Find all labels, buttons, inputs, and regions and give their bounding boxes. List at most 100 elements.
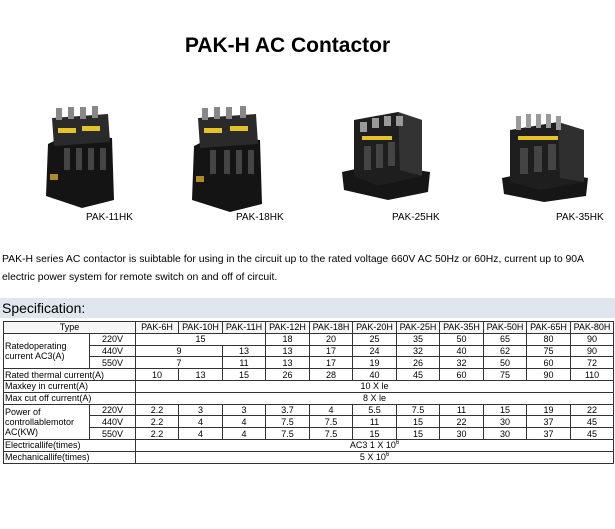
product-image-pak-35hk — [496, 112, 592, 204]
table-cell: 24 — [352, 344, 398, 358]
table-cell: 32 — [439, 356, 485, 370]
table-row: Maxkey in current(A) 10 X le — [2, 379, 615, 393]
table-cell: 45 — [396, 368, 441, 381]
table-cell: 45 — [570, 427, 615, 440]
table-cell: 90 — [570, 344, 615, 358]
table-cell: 15 — [483, 403, 528, 417]
product-label: PAK-25HK — [392, 212, 440, 223]
table-cell: 80 — [526, 332, 572, 346]
table-cell: 13 — [222, 344, 267, 358]
table-cell: 72 — [570, 356, 615, 370]
table-cell: 13 — [265, 356, 311, 370]
type-header: Type — [2, 321, 137, 334]
table-cell: 19 — [526, 403, 572, 417]
table-cell: 40 — [352, 368, 398, 381]
model-header: PAK-20H — [352, 321, 398, 334]
table-row: Rated thermal current(A) 10 13 15 26 28 … — [2, 368, 615, 381]
product-image-pak-11hk — [38, 104, 120, 212]
table-cell: 13 — [178, 368, 224, 381]
product-label: PAK-18HK — [236, 212, 284, 223]
table-cell: 4 — [178, 427, 224, 440]
product-image-pak-18hk — [184, 104, 268, 216]
table-cell: 30 — [483, 427, 528, 440]
mechanical-life-label: Mechanicallife(times) — [2, 450, 137, 464]
table-cell: 22 — [570, 403, 615, 417]
table-row: 550V 7 11 13 17 19 26 32 50 60 72 — [4, 356, 615, 370]
mechanical-life-value: 5 X 10 — [359, 452, 386, 463]
model-header: PAK-18H — [309, 321, 354, 334]
voltage-cell: 440V — [88, 344, 137, 358]
voltage-cell: 550V — [88, 356, 137, 370]
table-cell: 7.5 — [265, 415, 311, 429]
table-cell: 10 X le — [135, 379, 615, 393]
voltage-cell: 440V — [88, 415, 137, 429]
table-cell: 37 — [526, 427, 572, 440]
electrical-life-exponent: 6 — [395, 440, 400, 447]
product-image-pak-25hk — [338, 106, 434, 202]
table-cell: 10 — [135, 368, 180, 381]
table-cell: 37 — [526, 415, 572, 429]
voltage-cell: 550V — [88, 427, 137, 440]
mechanical-life-exponent: 6 — [385, 452, 390, 459]
motor-power-label: Power of controllablemotor AC(KW) — [3, 403, 90, 440]
table-cell: 17 — [309, 356, 354, 370]
model-header: PAK-10H — [178, 321, 224, 334]
table-cell: 75 — [526, 344, 572, 358]
specification-table: Type PAK-6H PAK-10H PAK-11H PAK-12H PAK-… — [2, 321, 615, 464]
table-cell: 15 — [396, 427, 441, 440]
table-cell: 50 — [439, 332, 485, 346]
table-cell: 90 — [570, 332, 615, 346]
table-cell: 90 — [526, 368, 572, 381]
table-cell: 11 — [222, 356, 267, 370]
specification-heading: Specification: — [0, 298, 615, 318]
table-cell: 15 — [135, 332, 267, 346]
table-cell: 2.2 — [135, 403, 180, 417]
table-cell: 11 — [352, 415, 398, 429]
table-row: Electricallife(times) AC3 1 X 106 — [2, 438, 615, 452]
product-label: PAK-11HK — [86, 212, 133, 223]
maxcut-current-label: Max cut off current(A) — [2, 391, 137, 405]
product-description: PAK-H series AC contactor is suibtable f… — [2, 254, 584, 283]
table-cell: 7 — [135, 356, 224, 370]
voltage-cell: 220V — [88, 332, 137, 346]
table-cell: 110 — [570, 368, 615, 381]
table-cell: 8 X le — [135, 391, 615, 405]
table-cell: 40 — [439, 344, 485, 358]
model-header: PAK-50H — [483, 321, 528, 334]
table-row: Max cut off current(A) 8 X le — [2, 391, 615, 405]
table-cell: 26 — [396, 356, 441, 370]
table-cell: 18 — [265, 332, 311, 346]
thermal-current-label: Rated thermal current(A) — [2, 368, 137, 381]
table-cell: AC3 1 X 106 — [135, 438, 615, 452]
model-header: PAK-80H — [570, 321, 615, 334]
table-cell: 60 — [439, 368, 485, 381]
table-cell: 50 — [483, 356, 528, 370]
table-cell: 7.5 — [309, 415, 354, 429]
table-cell: 13 — [265, 344, 311, 358]
table-cell: 7.5 — [265, 427, 311, 440]
table-cell: 4 — [178, 415, 224, 429]
table-cell: 25 — [352, 332, 398, 346]
product-label: PAK-35HK — [556, 212, 604, 223]
table-cell: 7.5 — [309, 427, 354, 440]
table-cell: 3 — [178, 403, 224, 417]
table-cell: 65 — [483, 332, 528, 346]
table-cell: 32 — [396, 344, 441, 358]
rated-current-label: Ratedoperating current AC3(A) — [3, 332, 90, 370]
table-cell: 4 — [222, 427, 267, 440]
table-cell: 62 — [483, 344, 528, 358]
table-cell: 30 — [439, 427, 485, 440]
table-cell: 20 — [309, 332, 354, 346]
table-cell: 4 — [222, 415, 267, 429]
table-row: Ratedoperating current AC3(A) 220V 15 18… — [3, 332, 615, 370]
table-cell: 11 — [439, 403, 485, 417]
table-cell: 5.5 — [352, 403, 398, 417]
table-row: Power of controllablemotor AC(KW) 220V 2… — [3, 403, 615, 440]
table-cell: 2.2 — [135, 415, 180, 429]
table-cell: 4 — [309, 403, 354, 417]
electrical-life-value: AC3 1 X 10 — [349, 440, 396, 451]
voltage-cell: 220V — [88, 403, 137, 417]
table-row: Mechanicallife(times) 5 X 106 — [2, 450, 615, 464]
table-row: Type PAK-6H PAK-10H PAK-11H PAK-12H PAK-… — [2, 321, 615, 334]
table-cell: 19 — [352, 356, 398, 370]
